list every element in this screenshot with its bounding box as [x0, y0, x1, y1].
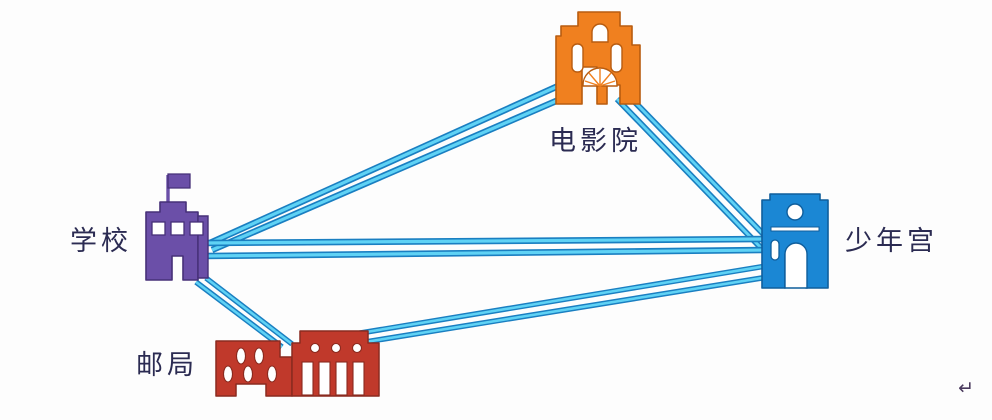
road-post-office-youth-palace: [299, 263, 769, 355]
road-edges: [194, 79, 775, 355]
road-cinema-youth-palace: [614, 89, 775, 255]
post-office-building-icon[interactable]: [215, 330, 380, 397]
cinema-building-icon[interactable]: [555, 11, 641, 105]
school-building-icon[interactable]: [145, 173, 209, 281]
label-youth-palace: 少年宫: [845, 226, 938, 256]
paragraph-return-mark: ↵: [958, 377, 974, 399]
youth-palace-building-icon[interactable]: [761, 193, 829, 289]
post-office-colonnade: [301, 361, 365, 396]
label-post-office: 邮局: [136, 350, 198, 380]
label-cinema: 电影院: [549, 126, 642, 156]
road-school-cinema: [208, 79, 572, 253]
road-school-youth-palace: [205, 235, 769, 260]
cinema-fanlight-rays: [584, 69, 616, 87]
label-school: 学校: [70, 226, 132, 256]
road-school-post-office: [194, 275, 294, 350]
